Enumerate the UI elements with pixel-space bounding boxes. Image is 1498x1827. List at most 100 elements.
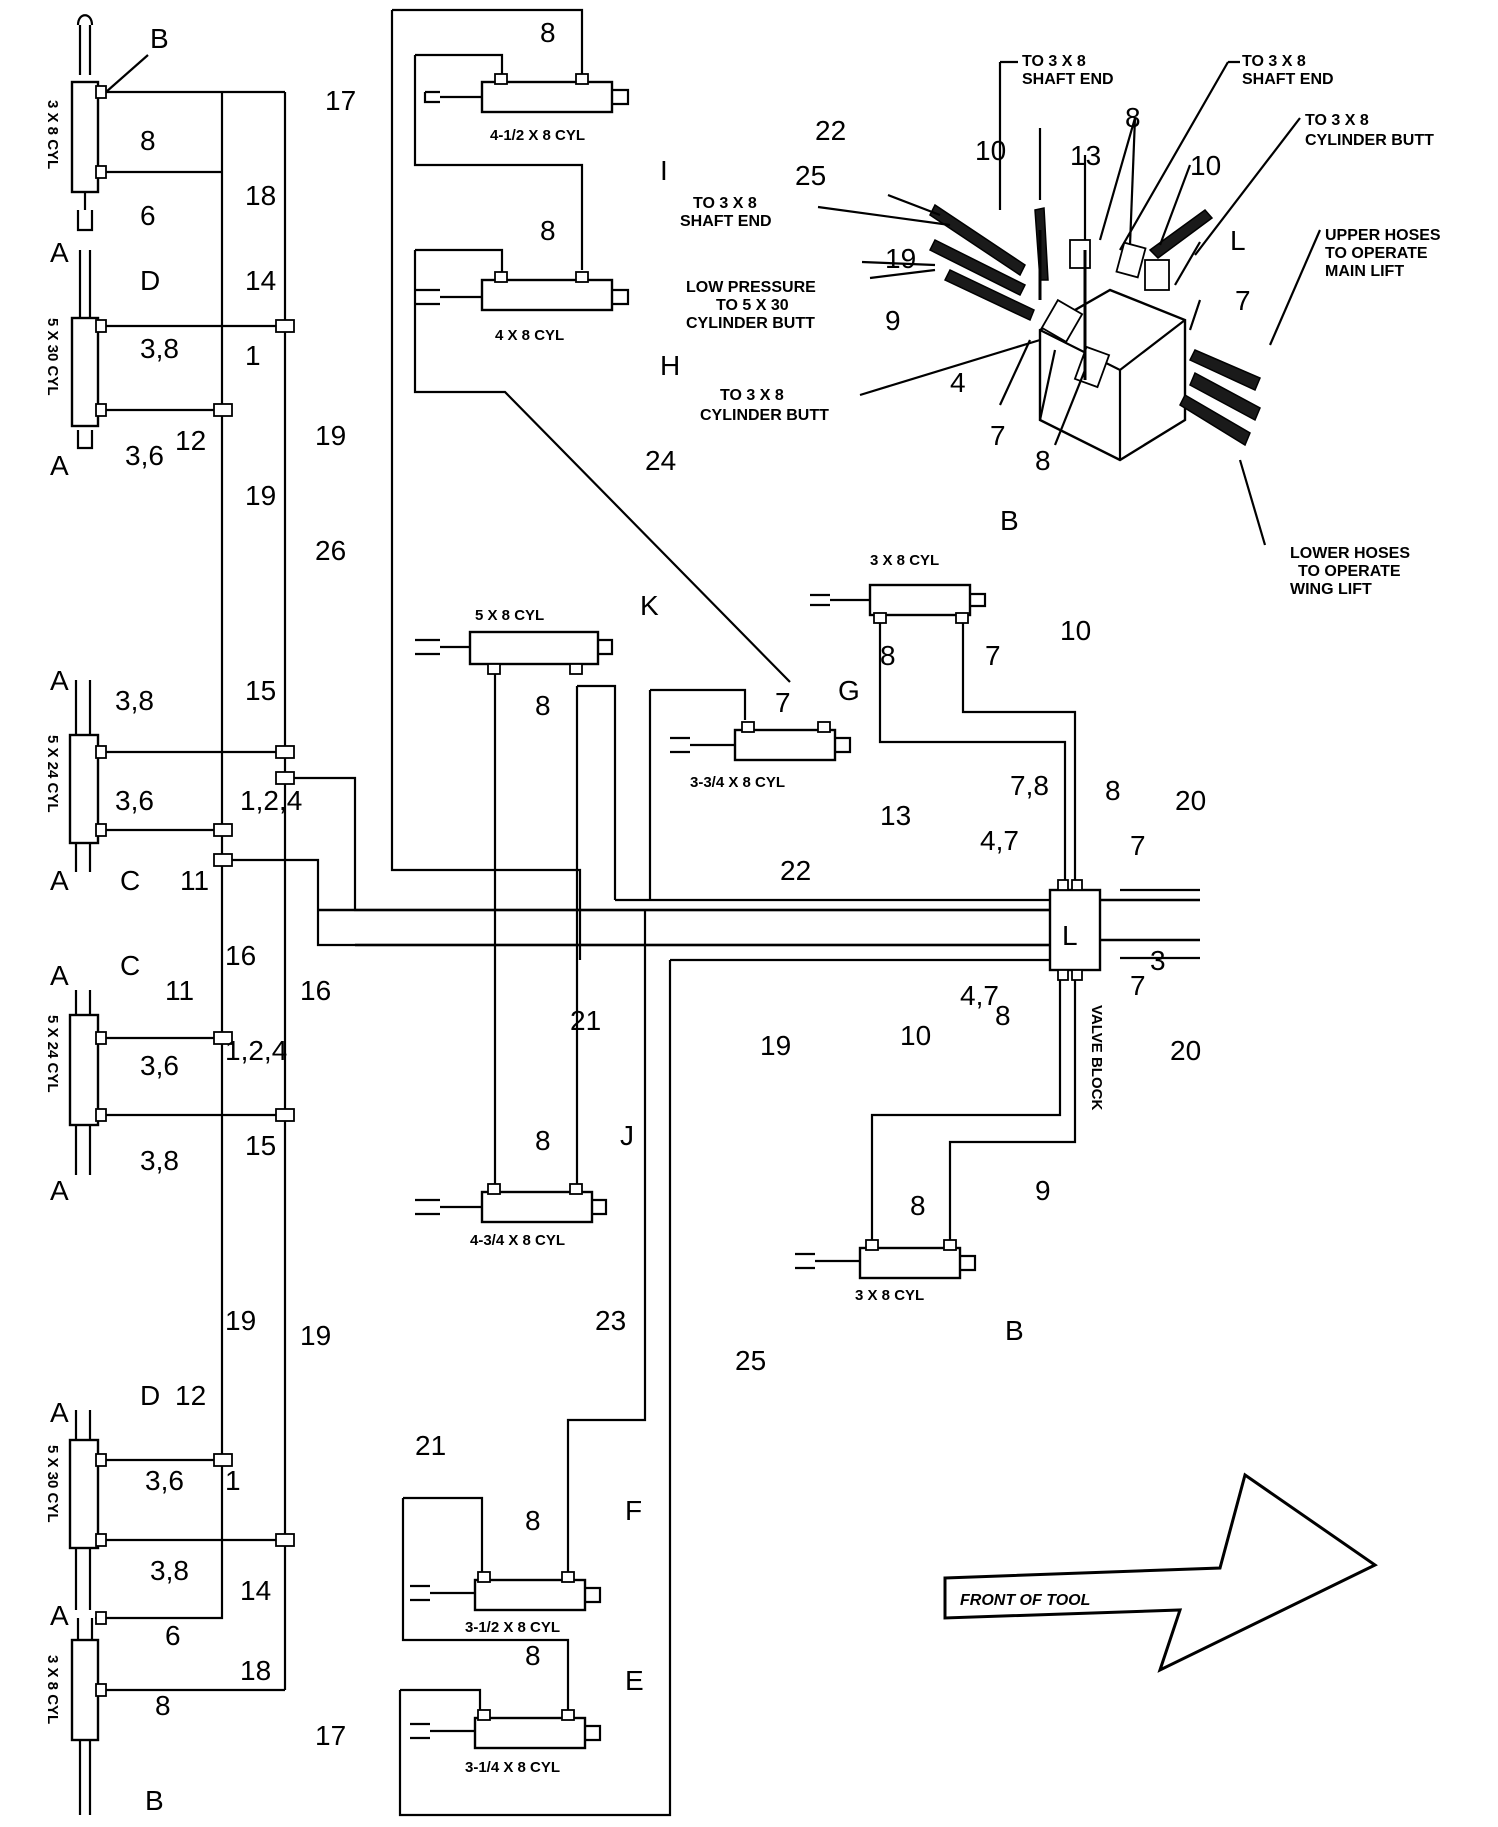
callout-leaders <box>817 60 1322 546</box>
svg-text:23: 23 <box>595 1305 626 1336</box>
letter-A: A <box>50 450 69 481</box>
label-3x8-cyl-lower: 3 X 8 CYL <box>855 1287 924 1304</box>
svg-text:25: 25 <box>795 160 826 191</box>
svg-text:3,6: 3,6 <box>115 785 154 816</box>
svg-text:21: 21 <box>570 1005 601 1036</box>
letter-A: A <box>50 237 69 268</box>
label-5x24-cyl-upper: 5 X 24 CYL <box>44 735 61 813</box>
label-5x30-cyl-lower: 5 X 30 CYL <box>44 1445 61 1523</box>
svg-text:SHAFT END: SHAFT END <box>1022 71 1114 88</box>
svg-text:21: 21 <box>415 1430 446 1461</box>
cylinder-5x24-lower <box>68 990 107 1175</box>
svg-text:19: 19 <box>225 1305 256 1336</box>
svg-text:15: 15 <box>245 1130 276 1161</box>
letter-K: K <box>640 590 659 621</box>
svg-text:8: 8 <box>1125 102 1141 133</box>
svg-text:26: 26 <box>315 535 346 566</box>
letter-B: B <box>145 1785 164 1816</box>
svg-text:10: 10 <box>1060 615 1091 646</box>
cylinder-3x8-lower-right <box>795 1239 977 1280</box>
svg-text:TO 3 X 8: TO 3 X 8 <box>1305 112 1369 129</box>
cylinder-3x8-bottom-left <box>70 1611 107 1815</box>
letter-C: C <box>120 865 140 896</box>
cylinder-3-3-4x8 <box>670 721 852 762</box>
svg-text:7,8: 7,8 <box>1010 770 1049 801</box>
label-3x8-cyl-left-top: 3 X 8 CYL <box>44 100 61 169</box>
tee-fittings <box>213 319 295 1547</box>
cylinder-5x30-lower <box>68 1410 107 1610</box>
valve-block-label: VALVE BLOCK <box>1088 1005 1105 1110</box>
svg-text:7: 7 <box>775 687 791 718</box>
label-3-1-4x8-cyl: 3-1/4 X 8 CYL <box>465 1759 560 1776</box>
cylinder-3x8-top-left <box>70 14 107 232</box>
svg-text:8: 8 <box>880 640 896 671</box>
svg-text:11: 11 <box>180 865 209 896</box>
svg-text:TO 3 X 8: TO 3 X 8 <box>720 387 784 404</box>
letter-I: I <box>660 155 668 186</box>
letter-C: C <box>120 950 140 981</box>
letter-L: L <box>1062 920 1078 951</box>
valve-block-center <box>1048 879 1102 981</box>
svg-text:TO 5 X 30: TO 5 X 30 <box>716 297 789 314</box>
svg-text:1: 1 <box>245 340 261 371</box>
svg-text:8: 8 <box>910 1190 926 1221</box>
svg-text:3,8: 3,8 <box>115 685 154 716</box>
svg-text:3,6: 3,6 <box>145 1465 184 1496</box>
label-5x30-cyl-upper: 5 X 30 CYL <box>44 318 61 396</box>
center-cylinders <box>410 73 987 1750</box>
svg-text:CYLINDER BUTT: CYLINDER BUTT <box>1305 132 1434 149</box>
svg-text:8: 8 <box>535 1125 551 1156</box>
svg-text:18: 18 <box>240 1655 271 1686</box>
cylinder-size-labels: 4-1/2 X 8 CYL 4 X 8 CYL 5 X 8 CYL 3-3/4 … <box>44 100 1105 1776</box>
svg-text:24: 24 <box>645 445 676 476</box>
svg-text:3,8: 3,8 <box>140 333 179 364</box>
label-3-3-4x8-cyl: 3-3/4 X 8 CYL <box>690 774 785 791</box>
hose-lines <box>95 8 1200 1817</box>
cylinder-4-3-4x8 <box>415 1183 608 1224</box>
svg-text:MAIN LIFT: MAIN LIFT <box>1325 263 1404 280</box>
svg-text:8: 8 <box>535 690 551 721</box>
label-3x8-cyl-upper: 3 X 8 CYL <box>870 552 939 569</box>
letter-B: B <box>1000 505 1019 536</box>
cylinder-3-1-4x8 <box>410 1709 602 1750</box>
svg-text:19: 19 <box>300 1320 331 1351</box>
letter-A: A <box>50 1397 69 1428</box>
svg-text:SHAFT END: SHAFT END <box>680 213 772 230</box>
svg-text:17: 17 <box>315 1720 346 1751</box>
letter-B: B <box>1005 1315 1024 1346</box>
svg-text:CYLINDER BUTT: CYLINDER BUTT <box>686 315 815 332</box>
svg-text:8: 8 <box>1035 445 1051 476</box>
letter-A: A <box>50 665 69 696</box>
svg-text:8: 8 <box>155 1690 171 1721</box>
svg-text:10: 10 <box>1190 150 1221 181</box>
svg-text:TO OPERATE: TO OPERATE <box>1325 245 1428 262</box>
letter-B: B <box>150 23 169 54</box>
letter-G: G <box>838 675 860 706</box>
letter-H: H <box>660 350 680 381</box>
svg-text:8: 8 <box>525 1640 541 1671</box>
cylinder-3x8-upper-right <box>810 583 987 624</box>
svg-text:10: 10 <box>900 1020 931 1051</box>
svg-text:13: 13 <box>880 800 911 831</box>
cylinder-5x30-upper <box>70 250 107 450</box>
svg-text:19: 19 <box>760 1030 791 1061</box>
svg-text:20: 20 <box>1175 785 1206 816</box>
svg-text:4: 4 <box>950 367 966 398</box>
svg-text:3,8: 3,8 <box>140 1145 179 1176</box>
front-of-tool-label: FRONT OF TOOL <box>960 1592 1090 1609</box>
callout-text: TO 3 X 8 SHAFT END TO 3 X 8 SHAFT END TO… <box>680 53 1441 1609</box>
svg-text:22: 22 <box>815 115 846 146</box>
svg-text:17: 17 <box>325 85 356 116</box>
svg-text:10: 10 <box>975 135 1006 166</box>
svg-text:8: 8 <box>995 1000 1011 1031</box>
front-of-tool-arrow <box>943 1472 1378 1673</box>
svg-text:1,2,4: 1,2,4 <box>240 785 302 816</box>
svg-text:LOW PRESSURE: LOW PRESSURE <box>686 279 816 296</box>
svg-text:3,6: 3,6 <box>125 440 164 471</box>
svg-text:LOWER HOSES: LOWER HOSES <box>1290 545 1410 562</box>
svg-text:18: 18 <box>245 180 276 211</box>
svg-text:7: 7 <box>985 640 1001 671</box>
svg-text:19: 19 <box>885 243 916 274</box>
svg-text:TO 3 X 8: TO 3 X 8 <box>1022 53 1086 70</box>
svg-text:8: 8 <box>140 125 156 156</box>
